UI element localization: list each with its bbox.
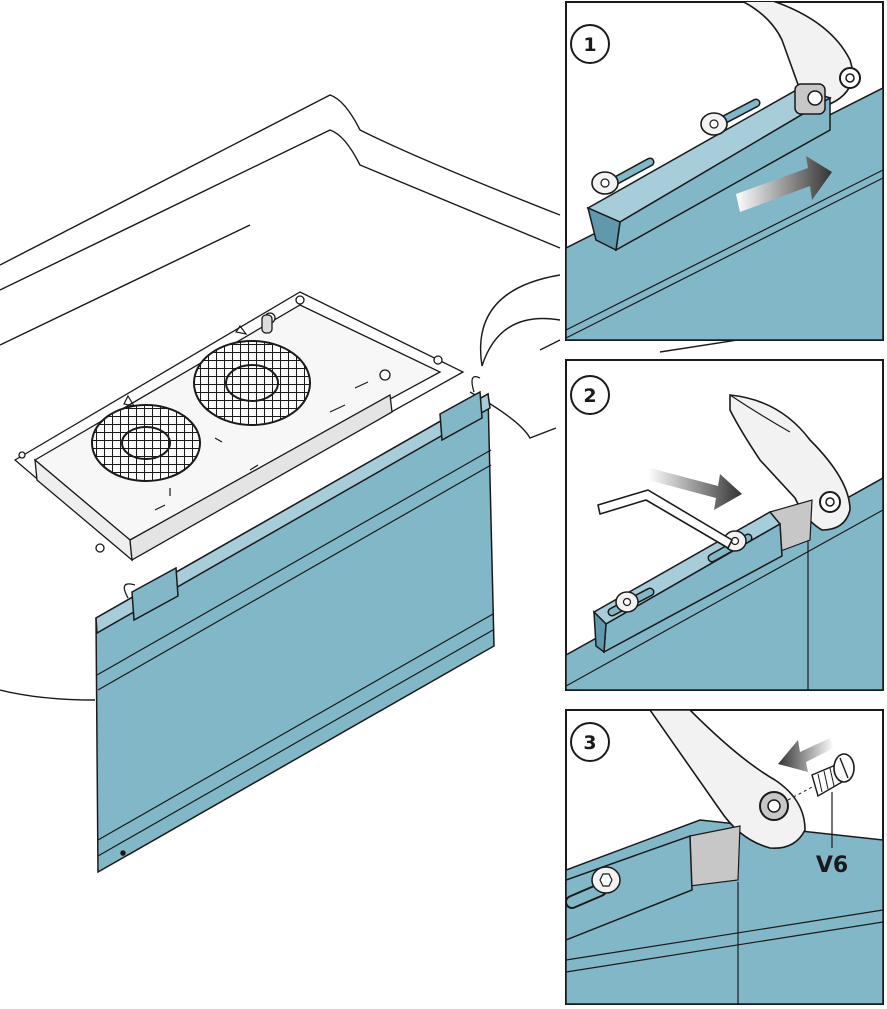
detail-step-3: V6 3	[565, 709, 884, 1005]
arrow-icon	[736, 156, 832, 212]
main-view	[0, 94, 881, 874]
step-number-badge: 1	[570, 24, 610, 64]
arrow-icon	[648, 468, 742, 510]
front-panel	[95, 390, 495, 874]
hook-left	[123, 583, 136, 599]
step-number: 1	[583, 34, 596, 56]
detail-step-1: 1	[565, 1, 884, 341]
fan-grille-icon	[91, 404, 201, 482]
screw-icon	[591, 866, 621, 894]
step-number: 3	[583, 732, 596, 754]
arrow-icon	[778, 738, 834, 772]
hex-key-icon	[597, 489, 733, 549]
frame-details	[123, 324, 369, 511]
screw-icon	[811, 753, 855, 798]
fan-grille-icon	[193, 340, 311, 426]
detail-callout-bubble	[480, 274, 561, 367]
detail-step-2: 2	[565, 359, 884, 691]
screw-icon	[591, 171, 619, 195]
screw-icon	[700, 112, 728, 136]
step-number: 2	[583, 385, 596, 407]
screw-label: V6	[816, 853, 848, 878]
step-number-badge: 2	[570, 375, 610, 415]
screw-icon	[615, 591, 639, 613]
hook-right	[471, 375, 481, 393]
alignment-line	[787, 785, 815, 801]
step-number-badge: 3	[570, 722, 610, 762]
